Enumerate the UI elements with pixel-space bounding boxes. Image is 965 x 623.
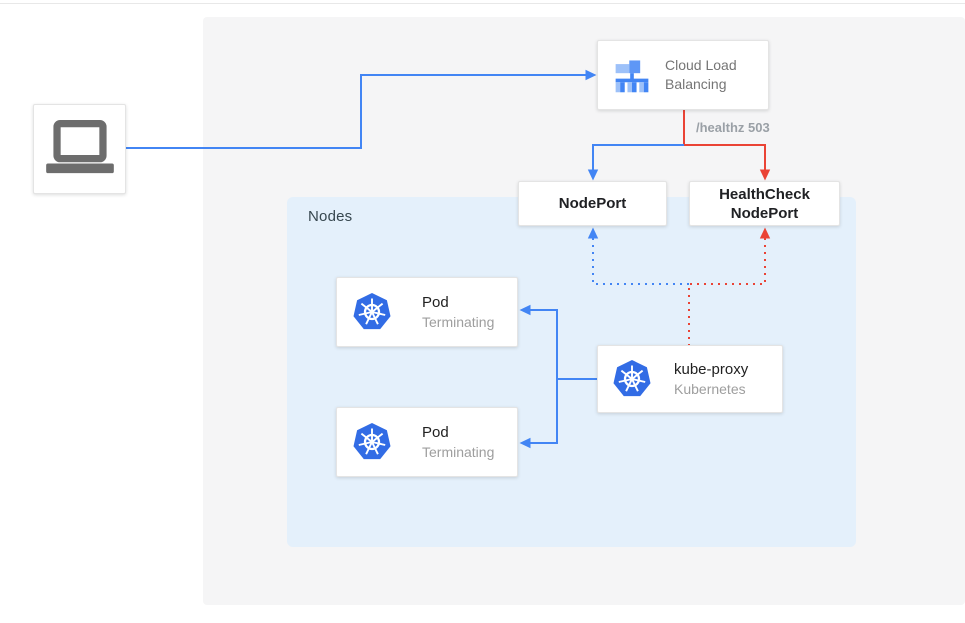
kube-proxy-label: kube-proxy Kubernetes bbox=[674, 360, 749, 397]
client-node bbox=[33, 104, 126, 194]
healthz-status-label: /healthz 503 bbox=[696, 120, 770, 135]
pod-node-1: Pod Terminating bbox=[336, 277, 518, 347]
cloud-load-balancing-label: Cloud Load Balancing bbox=[665, 57, 737, 92]
nodeport-node: NodePort bbox=[518, 181, 667, 226]
healthcheck-nodeport-label: HealthCheck NodePort bbox=[719, 185, 810, 222]
healthcheck-nodeport-node: HealthCheck NodePort bbox=[689, 181, 840, 226]
laptop-icon bbox=[45, 120, 114, 174]
load-balancer-icon bbox=[615, 60, 649, 93]
cloud-load-balancing-node: Cloud Load Balancing bbox=[597, 40, 769, 110]
kubernetes-icon bbox=[613, 360, 651, 397]
kubernetes-icon bbox=[353, 293, 391, 330]
kube-proxy-node: kube-proxy Kubernetes bbox=[597, 345, 783, 413]
pod-label: Pod Terminating bbox=[422, 423, 495, 460]
kubernetes-icon bbox=[353, 423, 391, 460]
nodeport-label: NodePort bbox=[558, 195, 627, 212]
pod-node-2: Pod Terminating bbox=[336, 407, 518, 477]
pod-label: Pod Terminating bbox=[422, 293, 495, 330]
nodes-container-label: Nodes bbox=[308, 208, 353, 225]
top-divider bbox=[0, 3, 965, 4]
